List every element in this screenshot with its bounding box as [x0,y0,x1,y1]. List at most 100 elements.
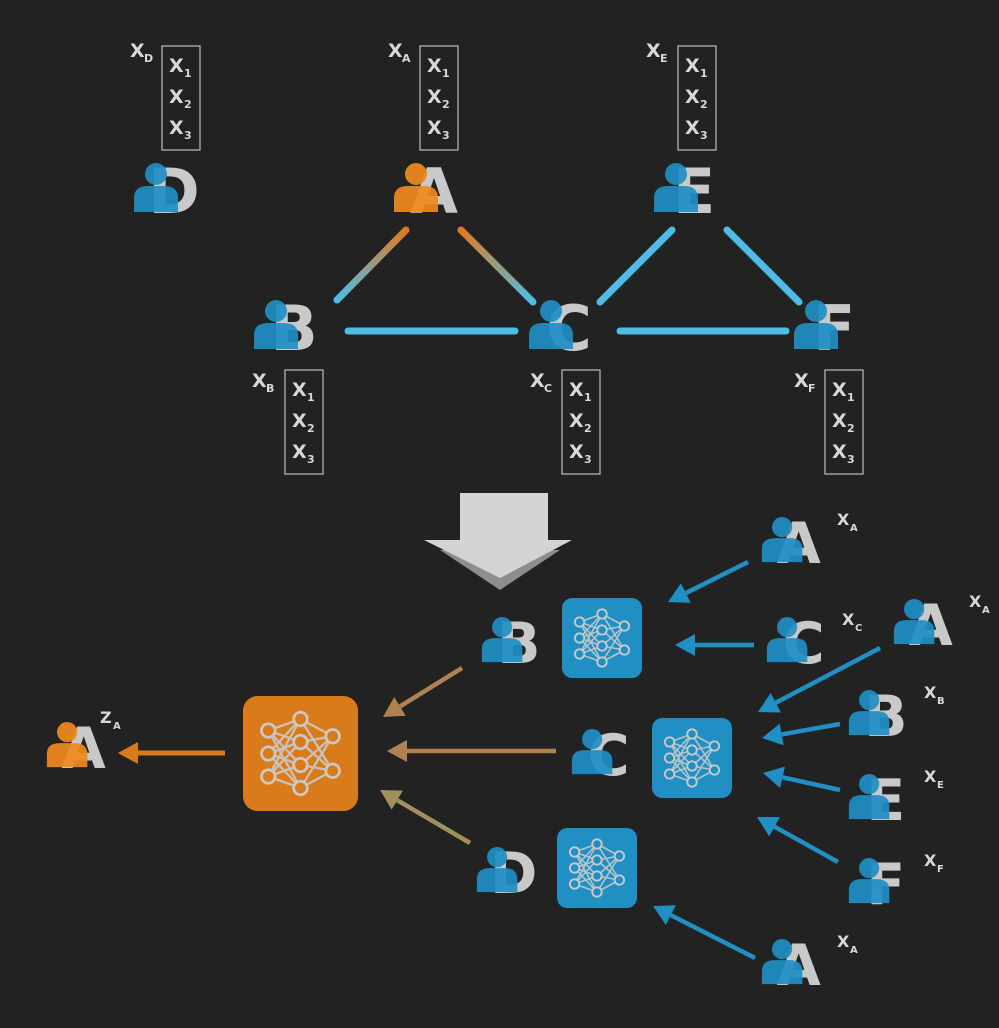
feature-label: X [130,40,145,62]
leaf-label-sub: F [937,864,944,875]
leaf-label: X [969,592,982,611]
network-neuron [568,878,581,890]
network-link [573,843,598,885]
network-link [596,855,621,893]
feature-row-sub: 3 [700,129,708,142]
user-node: F [848,852,905,918]
network-neuron [591,838,603,850]
user-icon-body [394,186,438,212]
arrow-head [653,905,676,925]
arrow-shaft [781,721,841,737]
leaf-label-sub: E [937,780,944,791]
network-link [299,735,334,789]
network-neuron [686,760,698,772]
network-link [691,745,716,783]
network-neuron [324,762,341,779]
user-node: D [134,155,200,228]
network-neuron [260,745,277,762]
user-icon [481,617,523,663]
user-icon-body [794,323,838,349]
user-icon-head [777,617,798,638]
network-neuron [260,722,277,739]
network-neuron [591,886,603,898]
user-icon-head [772,939,793,960]
arrow-head [118,742,138,764]
feature-row-sub: 1 [584,391,592,404]
feature-row-sub: 3 [584,453,592,466]
feature-row-label: X [685,55,700,77]
graph-edge-A-B [333,226,410,304]
arrow-shaft [773,824,840,864]
network-neuron [613,874,626,886]
network-link [601,625,626,663]
arrow-shaft [782,775,841,793]
leaf-label: X [842,610,855,629]
network-neuron [573,632,586,644]
user-icon [794,300,838,349]
feature-row-label: X [427,117,442,139]
leaf-node: CXC [766,610,862,677]
feature-row-sub: 3 [442,129,450,142]
feature-row-sub: 1 [700,67,708,80]
feature-row-sub: 2 [847,422,855,435]
user-icon [476,847,518,893]
arrow-head [675,634,695,656]
leaf-node: FXF [848,851,944,918]
feature-row-sub: 3 [307,453,315,466]
feature-row-label: X [169,86,184,108]
arrow-head [380,790,403,810]
feature-label-sub: C [544,382,552,395]
user-node: B [848,684,907,750]
feature-row-sub: 2 [584,422,592,435]
user-node: A [46,716,106,782]
user-node: E [654,155,715,228]
leaf-label-sub: B [937,696,945,707]
network-neuron [663,736,676,748]
graph-edge-E-F [723,226,803,306]
user-icon-body [571,750,613,775]
feature-box [824,369,864,475]
network-neuron [292,733,309,751]
feature-label: X [794,370,809,392]
feature-row-label: X [569,441,584,463]
user-node: A [394,155,458,228]
network-neuron [618,620,631,632]
arrow-head [758,692,781,713]
user-icon-body [529,323,573,349]
leaf-label-sub: C [855,623,862,634]
user-icon-body [761,538,803,563]
network-neuron [596,656,608,668]
feature-row-label: X [569,410,584,432]
user-icon [134,163,178,212]
feature-row-sub: 3 [184,129,192,142]
arrow-head [762,723,784,746]
network-neuron [663,752,676,764]
feature-label: X [646,40,661,62]
arrow-shaft [398,666,464,709]
network-neuron [686,728,698,740]
network-neuron [613,850,626,862]
arrow-shaft [684,559,750,596]
hop2-arrow [675,634,754,656]
network-link [578,613,603,655]
hop2-arrow [757,817,840,864]
user-icon-body [134,186,178,212]
hop2-arrow [653,905,757,961]
user-node: A [761,511,821,577]
user-icon-head [540,300,562,322]
user-node: C [529,292,592,365]
user-icon [571,729,613,775]
network-neuron [292,756,309,774]
feature-row-sub: 1 [442,67,450,80]
user-icon-head [405,163,427,185]
feature-row-label: X [832,441,847,463]
user-icon-body [254,323,298,349]
feature-row-label: X [292,410,307,432]
network-neuron [618,644,631,656]
feature-row-label: X [169,117,184,139]
network-neuron [596,608,608,620]
feature-row-label: X [169,55,184,77]
